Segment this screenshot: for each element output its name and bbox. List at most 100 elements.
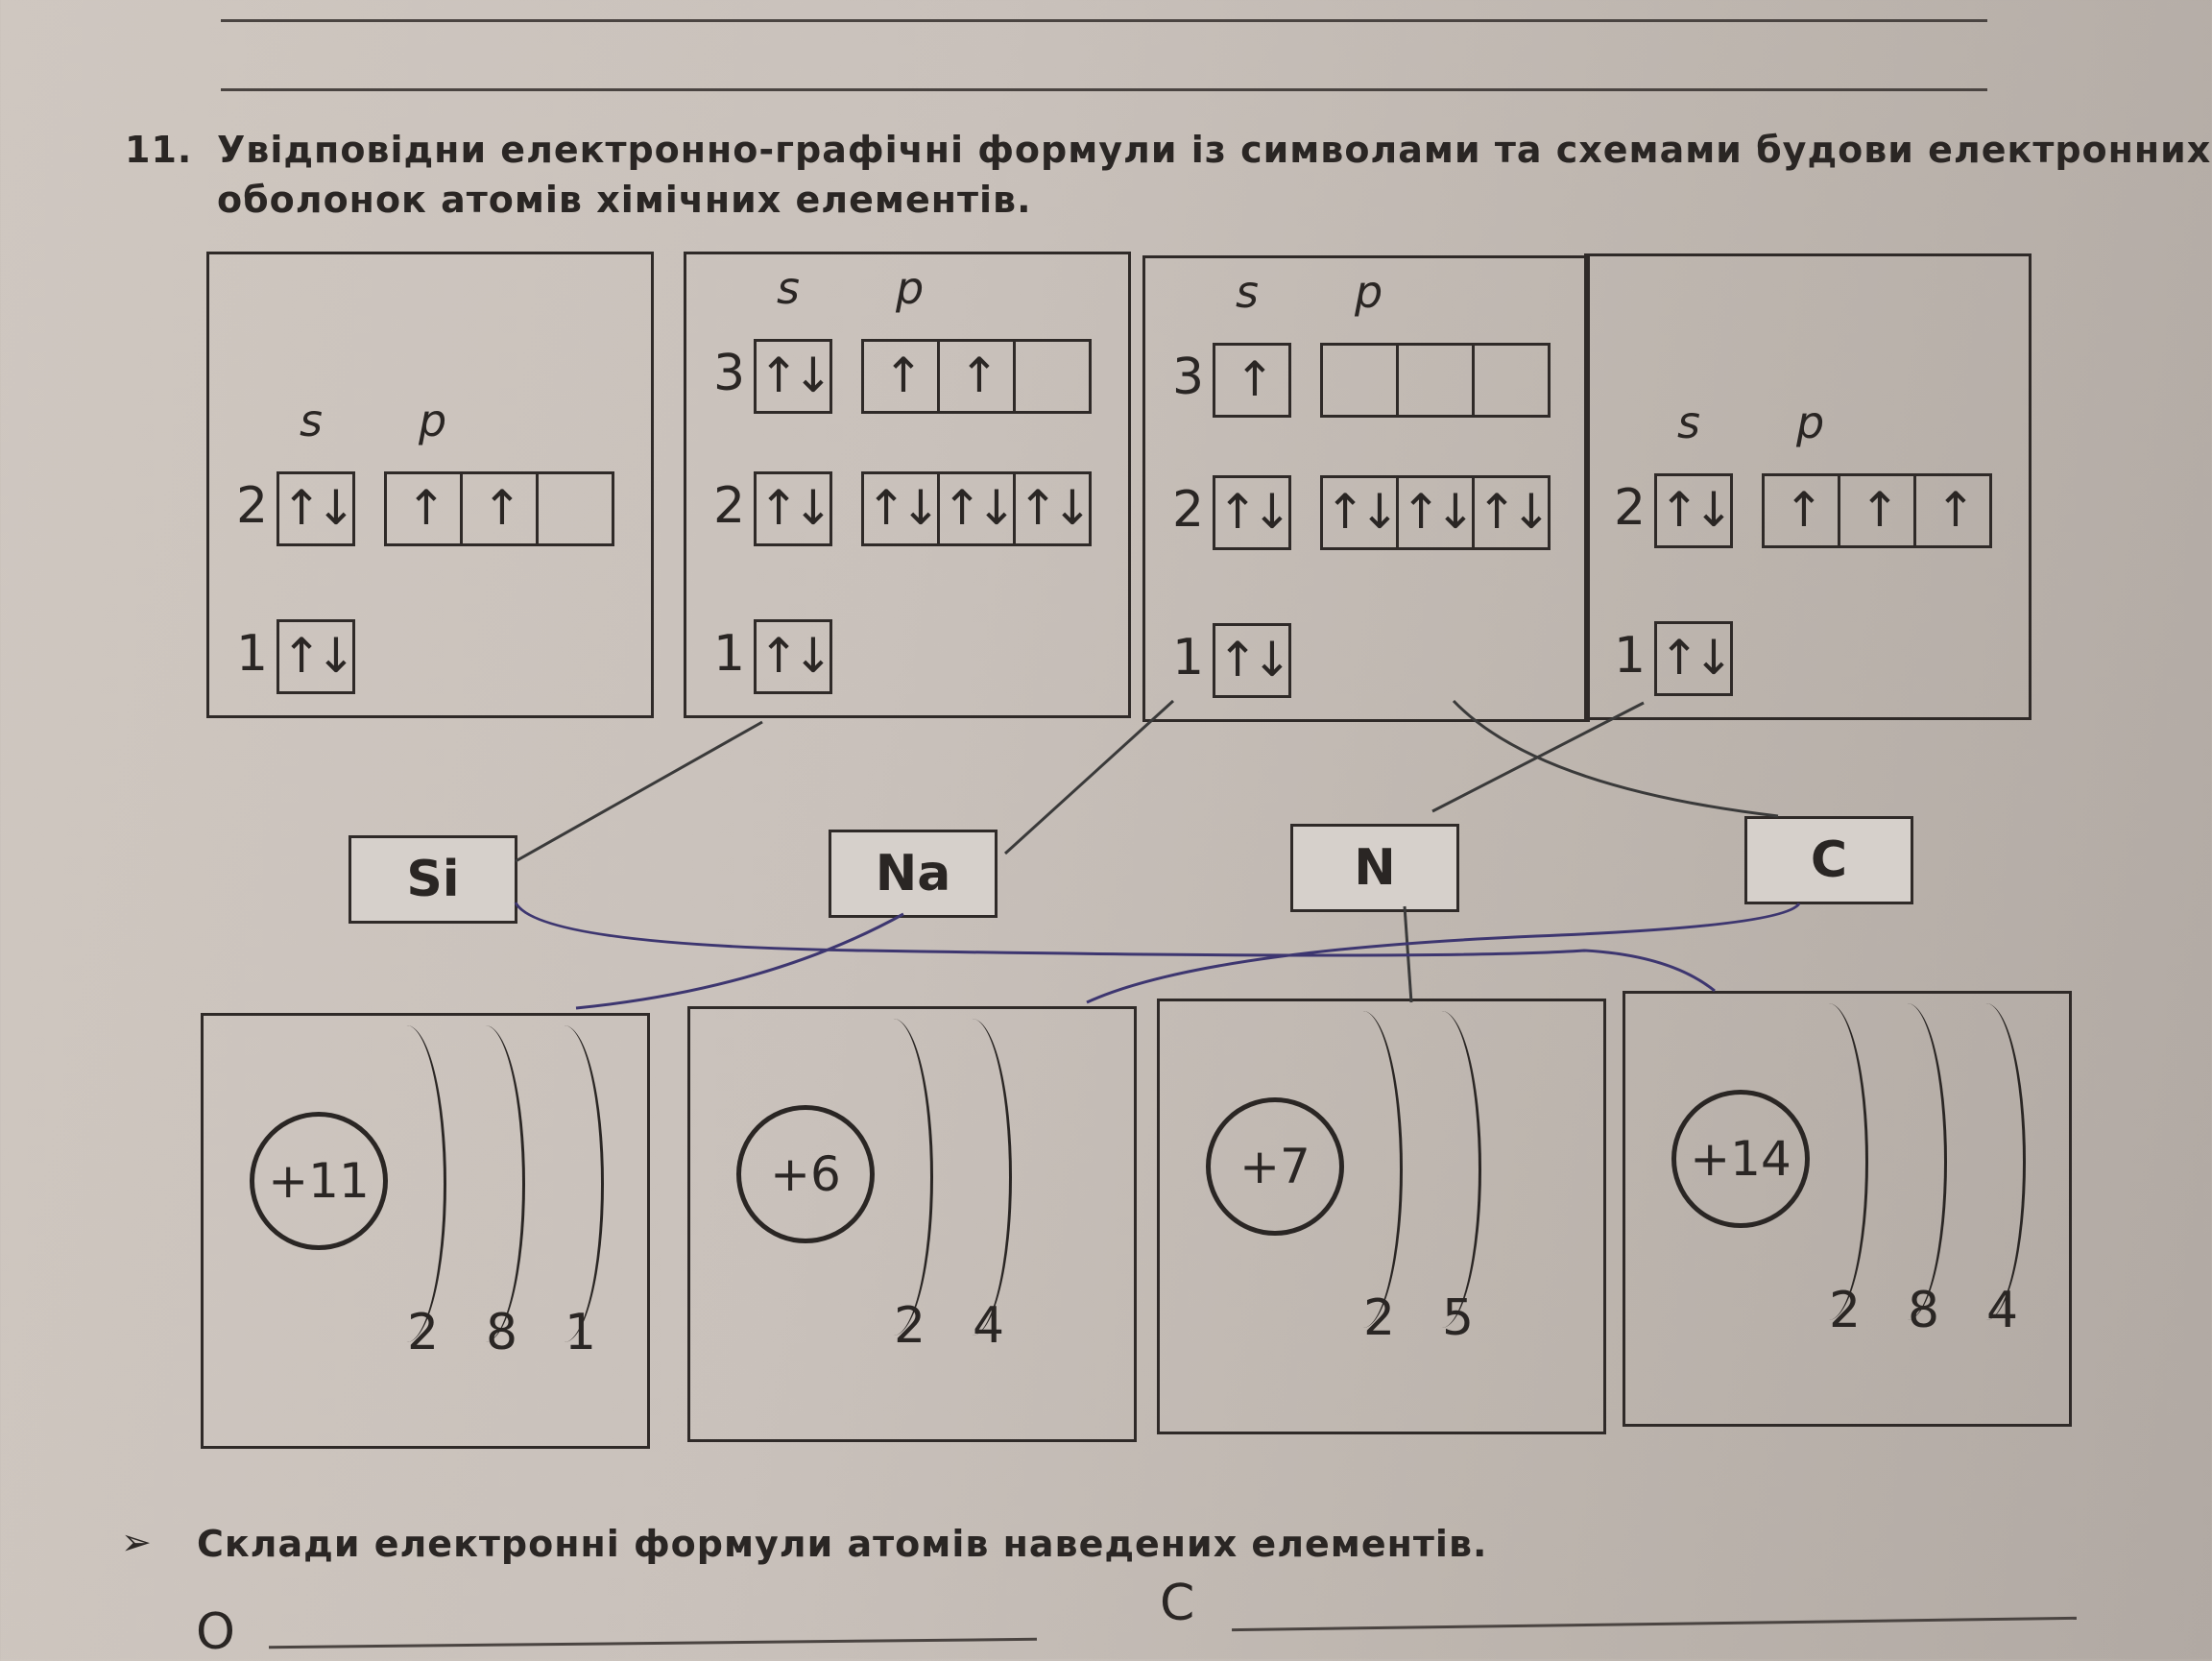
orbital-cell: ↑↓ bbox=[864, 474, 941, 543]
p-orbitals: ↑↑↑ bbox=[1762, 473, 1992, 548]
answer-line bbox=[221, 19, 1987, 22]
orbital-cell: ↑ bbox=[1840, 476, 1916, 545]
s-orbital: ↑↓ bbox=[276, 471, 356, 546]
orbital-cell: ↑ bbox=[463, 474, 539, 543]
orbital-cell: ↑↓ bbox=[1018, 480, 1093, 536]
orbital-cell: ↑↓ bbox=[1659, 630, 1734, 686]
shell-electron-count: 2 bbox=[1363, 1289, 1396, 1347]
bullet-icon: ➢ bbox=[121, 1521, 153, 1563]
energy-level-number: 3 bbox=[1172, 349, 1205, 406]
energy-level-number: 1 bbox=[1614, 627, 1647, 685]
orbital-cell: ↑↓ bbox=[758, 628, 833, 684]
answer-label-o: O bbox=[196, 1603, 235, 1661]
element-symbol-box: C bbox=[1744, 816, 1913, 904]
p-orbitals bbox=[1320, 343, 1551, 418]
orbital-cell: ↑↓ bbox=[758, 348, 833, 403]
shell-electron-count: 2 bbox=[1829, 1282, 1862, 1339]
match-line bbox=[1452, 699, 1779, 818]
shell-electron-count: 1 bbox=[565, 1304, 597, 1361]
match-line bbox=[1086, 903, 1801, 1004]
p-orbitals: ↑↓↑↓↑↓ bbox=[1320, 475, 1551, 550]
p-sublevel-label: p bbox=[896, 262, 925, 314]
match-line bbox=[515, 720, 763, 863]
question-text-line1: Увідповідни електронно-графічні формули … bbox=[217, 129, 2212, 171]
shell-electron-count: 8 bbox=[486, 1304, 518, 1361]
answer-label-c: C bbox=[1160, 1575, 1195, 1632]
shell-electron-count: 4 bbox=[1986, 1282, 2019, 1339]
s-sublevel-label: s bbox=[1677, 397, 1700, 448]
match-line bbox=[575, 912, 904, 1010]
s-orbital: ↑↓ bbox=[276, 619, 356, 694]
energy-level-number: 1 bbox=[1172, 629, 1205, 686]
energy-level-number: 3 bbox=[713, 345, 746, 402]
orbital-cell bbox=[1399, 346, 1475, 415]
element-symbol-box: Si bbox=[349, 835, 517, 924]
s-orbital: ↑↓ bbox=[1213, 475, 1292, 550]
s-sublevel-label: s bbox=[777, 262, 800, 314]
orbital-cell: ↑↓ bbox=[281, 628, 356, 684]
energy-level-number: 1 bbox=[713, 625, 746, 683]
task2-text: Склади електронні формули атомів наведен… bbox=[197, 1523, 1488, 1565]
s-orbital: ↑ bbox=[1213, 343, 1291, 418]
s-orbital: ↑↓ bbox=[754, 339, 833, 414]
energy-level-number: 2 bbox=[1614, 479, 1647, 537]
electron-shell-arc bbox=[1402, 1011, 1481, 1328]
energy-level-number: 1 bbox=[236, 625, 269, 683]
orbital-cell: ↑ bbox=[1936, 482, 1976, 538]
p-sublevel-label: p bbox=[1355, 266, 1383, 318]
orbital-cell: ↑↓ bbox=[1323, 478, 1400, 547]
shell-electron-count: 4 bbox=[973, 1297, 1005, 1355]
energy-level-number: 2 bbox=[236, 477, 269, 535]
p-orbitals: ↑↑ bbox=[384, 471, 614, 546]
answer-line bbox=[221, 88, 1987, 91]
shell-electron-count: 8 bbox=[1908, 1282, 1940, 1339]
orbital-cell bbox=[1323, 346, 1399, 415]
p-sublevel-label: p bbox=[419, 395, 447, 446]
orbital-cell: ↑↓ bbox=[1477, 484, 1551, 540]
orbital-cell: ↑ bbox=[864, 342, 940, 411]
orbital-cell: ↑ bbox=[387, 474, 463, 543]
p-orbitals: ↑↑ bbox=[861, 339, 1092, 414]
electron-shell-arc bbox=[932, 1019, 1012, 1336]
orbital-cell: ↑↓ bbox=[1217, 484, 1292, 540]
s-orbital: ↑↓ bbox=[1654, 473, 1734, 548]
s-orbital: ↑↓ bbox=[754, 471, 833, 546]
orbital-cell: ↑↓ bbox=[1217, 632, 1292, 687]
nucleus-charge: +11 bbox=[250, 1112, 388, 1250]
question-text-line2: оболонок атомів хімічних елементів. bbox=[217, 179, 1032, 221]
s-orbital: ↑↓ bbox=[754, 619, 833, 694]
electron-shell-arc bbox=[1946, 1003, 2026, 1320]
orbital-cell: ↑↓ bbox=[1399, 478, 1476, 547]
element-symbol-box: Na bbox=[829, 830, 998, 918]
s-orbital: ↑↓ bbox=[1213, 623, 1292, 698]
shell-electron-count: 2 bbox=[407, 1304, 440, 1361]
match-line bbox=[514, 902, 1716, 993]
orbital-cell: ↑↓ bbox=[1659, 482, 1734, 538]
orbital-cell: ↑↓ bbox=[758, 480, 833, 536]
energy-level-number: 2 bbox=[713, 477, 746, 535]
match-line bbox=[1003, 699, 1175, 855]
energy-level-number: 2 bbox=[1172, 481, 1205, 539]
element-symbol-box: N bbox=[1290, 824, 1459, 912]
orbital-cell: ↑ bbox=[1765, 476, 1840, 545]
orbital-cell: ↑ bbox=[1235, 351, 1275, 407]
orbital-cell: ↑↓ bbox=[281, 480, 356, 536]
p-sublevel-label: p bbox=[1796, 397, 1825, 448]
shell-electron-count: 2 bbox=[894, 1297, 926, 1355]
s-sublevel-label: s bbox=[300, 395, 323, 446]
electron-shell-arc bbox=[524, 1025, 604, 1342]
s-sublevel-label: s bbox=[1236, 266, 1259, 318]
p-orbitals: ↑↓↑↓↑↓ bbox=[861, 471, 1093, 546]
orbital-cell: ↑↓ bbox=[940, 474, 1017, 543]
s-orbital: ↑↓ bbox=[1654, 621, 1734, 696]
question-number: 11. bbox=[125, 129, 193, 171]
